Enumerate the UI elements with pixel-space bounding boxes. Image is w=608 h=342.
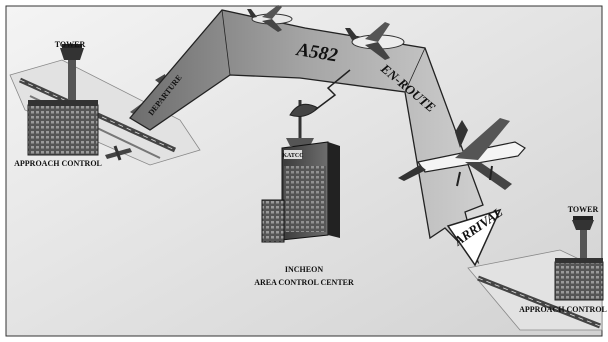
right-tower-label: TOWER (568, 205, 599, 214)
left-approach-control-label: APPROACH CONTROL (14, 159, 102, 168)
acc-name-label: INCHEON (285, 265, 323, 274)
acc-title-label: AREA CONTROL CENTER (254, 278, 354, 287)
left-approach-building (28, 100, 98, 155)
right-approach-building (555, 258, 603, 300)
right-approach-control-label: APPROACH CONTROL (519, 305, 607, 314)
building-sign-label: KATCC (282, 153, 303, 159)
left-tower-label: TOWER (55, 40, 86, 49)
